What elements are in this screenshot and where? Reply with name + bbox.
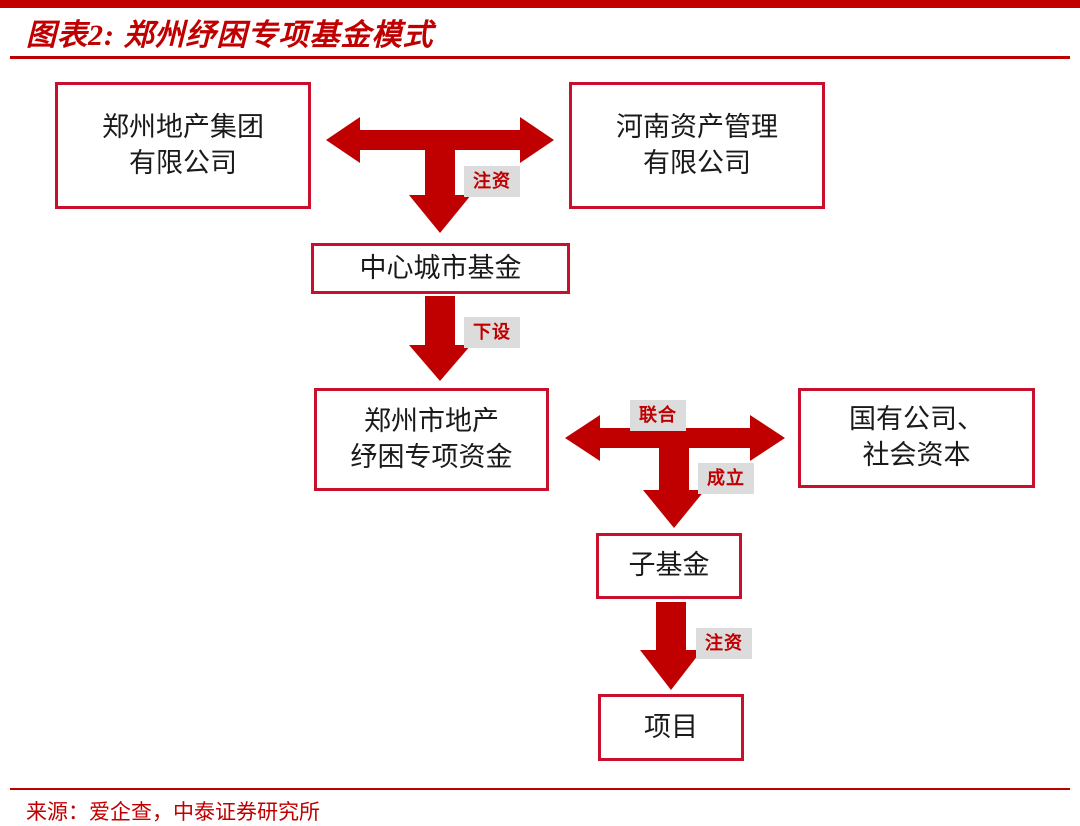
node-state-owned-social-capital[interactable]: 国有公司、 社会资本: [798, 388, 1035, 488]
node-zhengzhou-relief-fund[interactable]: 郑州市地产 纾困专项资金: [314, 388, 549, 491]
figure-title: 图表2: 郑州纾困专项基金模式: [26, 19, 434, 52]
footer-divider: [10, 788, 1070, 790]
node-sub-fund[interactable]: 子基金: [596, 533, 742, 599]
node-henan-asset-management[interactable]: 河南资产管理 有限公司: [569, 82, 825, 209]
edge-label-joint: 联合: [630, 400, 686, 431]
edge-label-injection-bottom: 注资: [696, 628, 752, 659]
node-central-city-fund[interactable]: 中心城市基金: [311, 243, 570, 294]
title-divider: [10, 56, 1070, 59]
arrow-injection-bottom: [640, 602, 702, 690]
edge-label-subordinate: 下设: [464, 317, 520, 348]
node-zhengzhou-real-estate[interactable]: 郑州地产集团 有限公司: [55, 82, 311, 209]
arrow-subordinate: [409, 296, 471, 381]
edge-label-injection-top: 注资: [464, 166, 520, 197]
top-accent-bar: [0, 0, 1080, 8]
node-project[interactable]: 项目: [598, 694, 744, 761]
edge-label-establish: 成立: [698, 463, 754, 494]
source-note: 来源：爱企查，中泰证券研究所: [26, 800, 320, 824]
arrow-joint-establish: [565, 415, 785, 528]
arrow-injection-top: [326, 117, 554, 233]
